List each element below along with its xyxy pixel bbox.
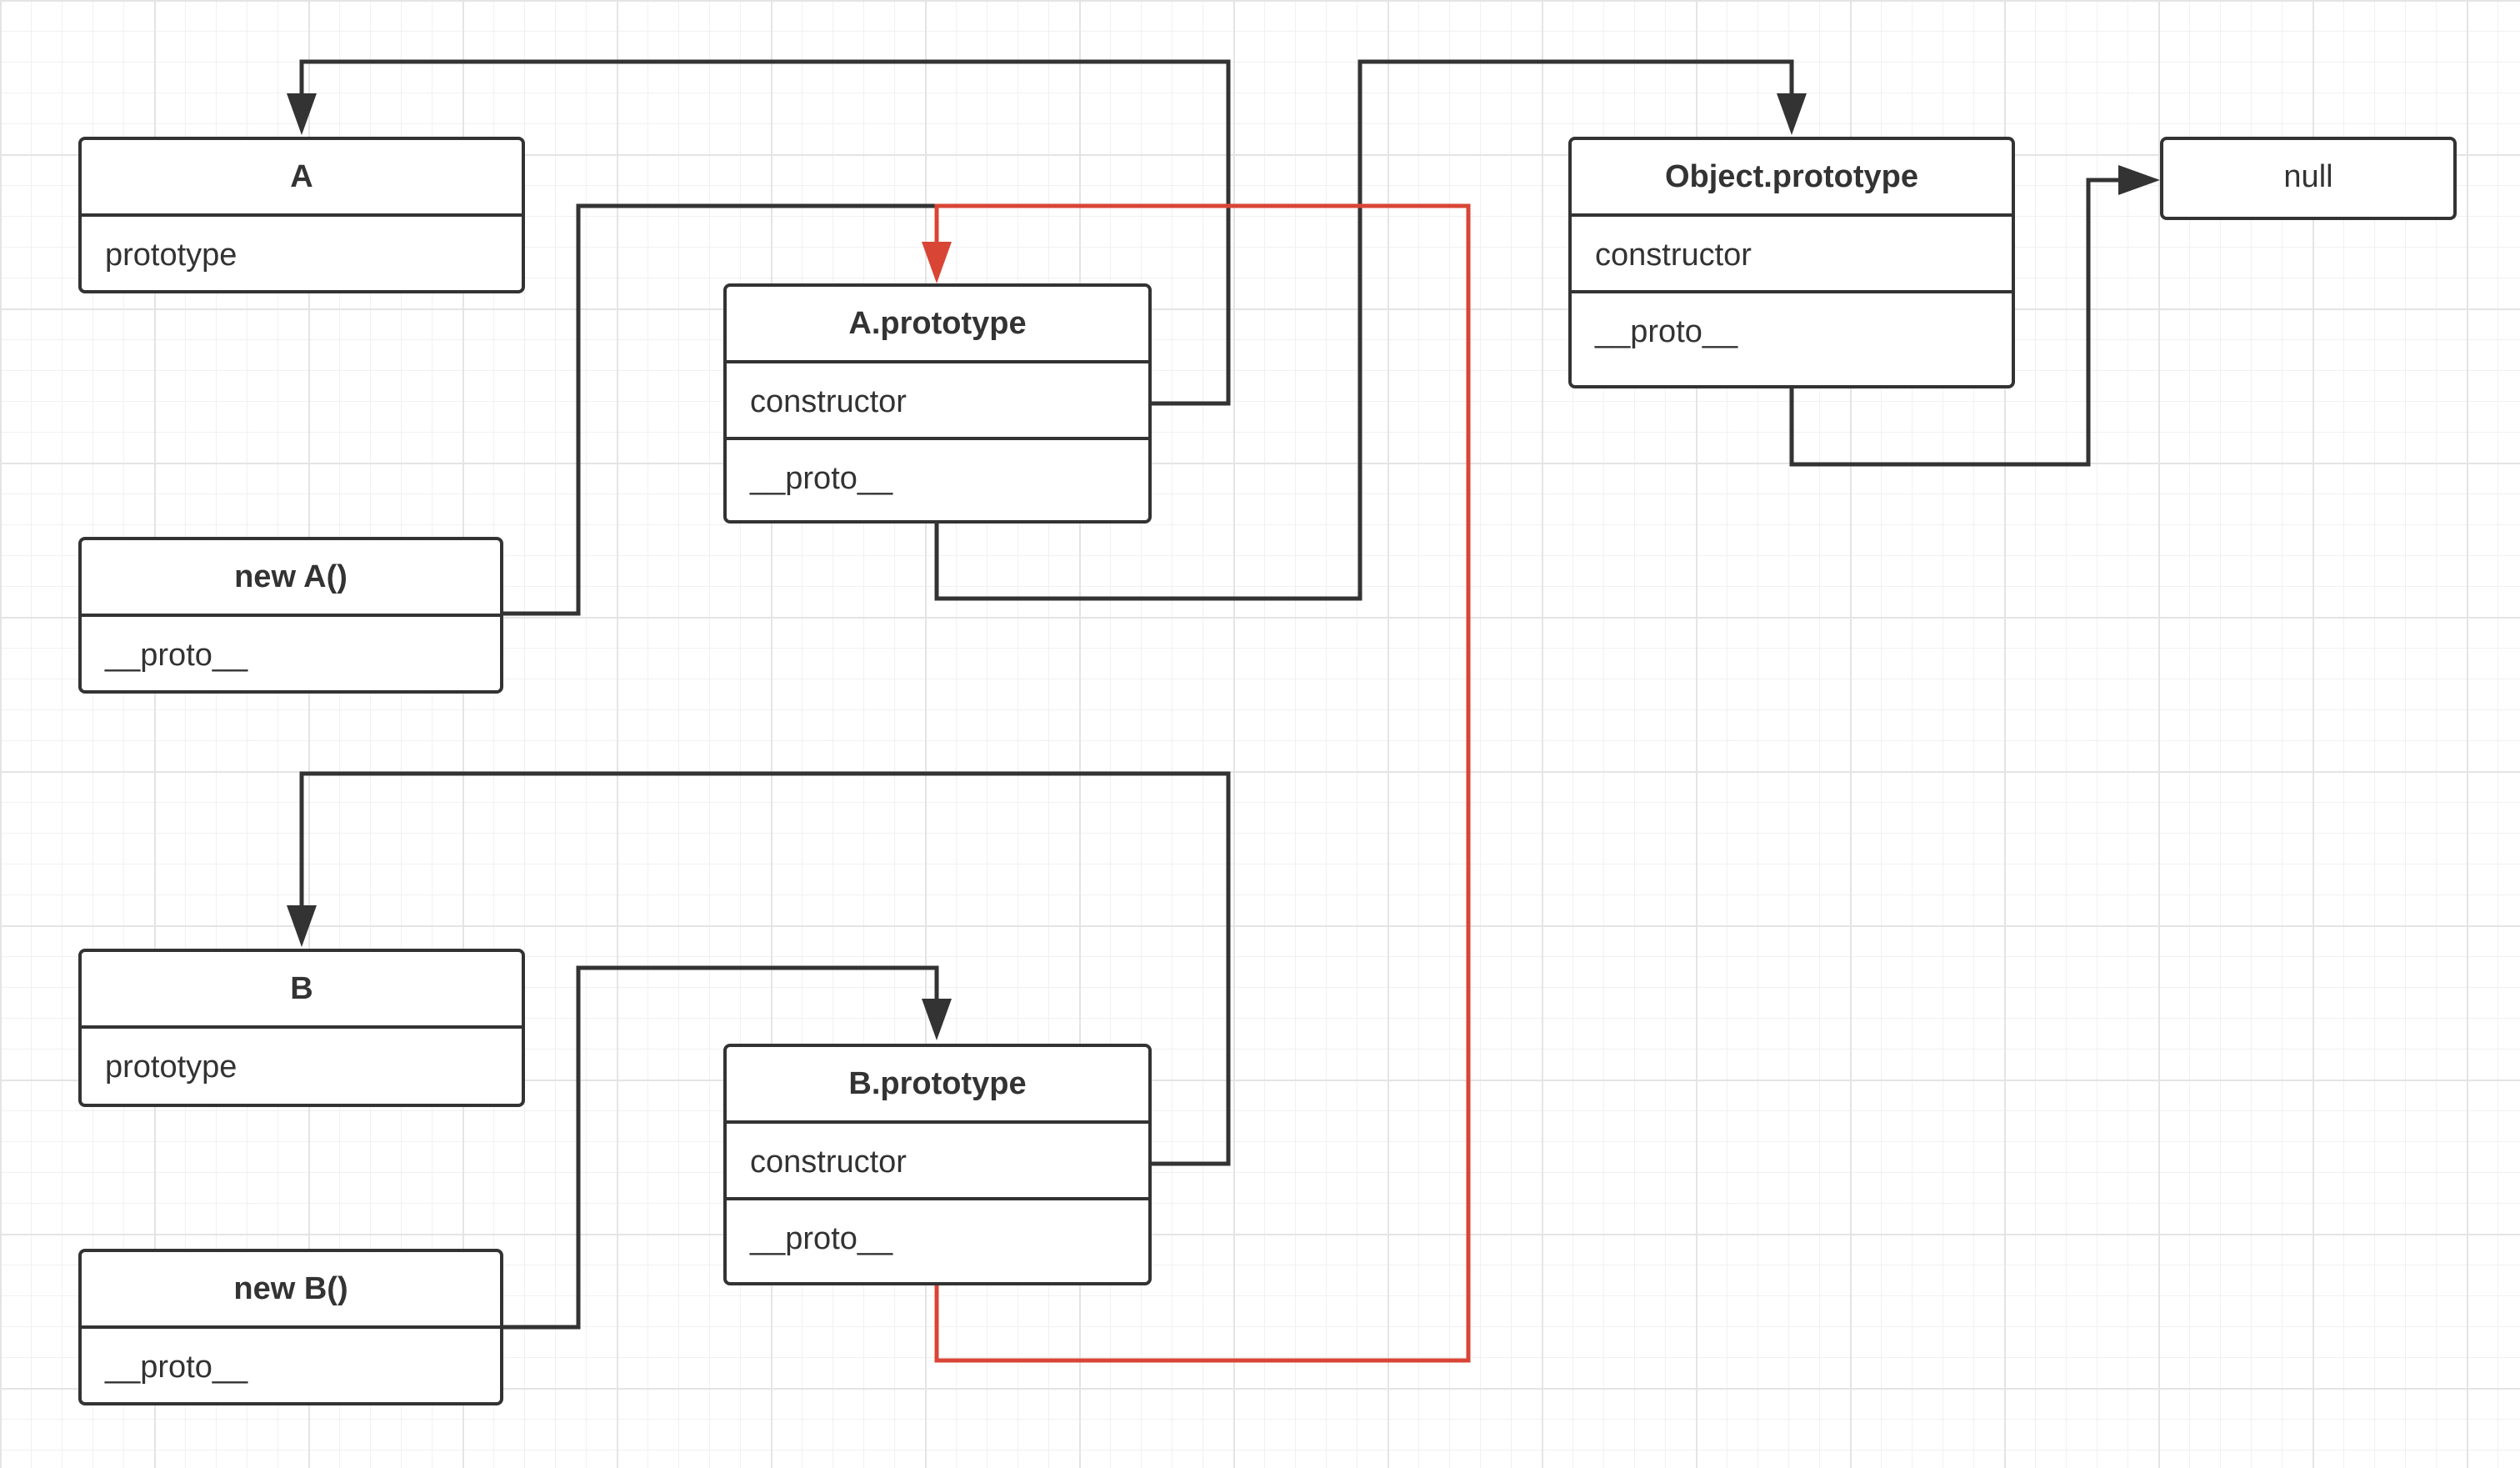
edge-aproto-constructor-to-a [299,59,1231,406]
arrowhead-red-to-aproto [922,242,952,283]
edge-newb-proto-to-bproto [502,965,939,1330]
node-title: A [290,159,313,194]
node-title: A.prototype [848,306,1027,341]
arrowhead-to-bproto [922,999,952,1040]
instance-node-new-a[interactable]: new A() __proto__ [78,537,503,694]
node-field-proto: __proto__ [727,1197,1148,1274]
node-title: Object.prototype [1664,159,1919,194]
arrowhead-to-null [2118,165,2160,195]
arrowhead-to-objproto [1777,93,1807,135]
node-field-prototype: prototype [82,1025,522,1102]
node-title: B.prototype [848,1066,1027,1101]
edge-bproto-constructor-to-b [299,771,1231,1166]
node-field-proto: __proto__ [82,1325,500,1402]
node-title: new B() [233,1271,348,1306]
node-field-proto: __proto__ [82,614,500,690]
arrowhead-to-a [287,93,317,135]
class-node-b-prototype[interactable]: B.prototype constructor __proto__ [723,1044,1152,1285]
node-field-constructor: constructor [727,360,1148,437]
node-title: null [2283,159,2333,194]
class-node-a[interactable]: A prototype [78,137,525,293]
class-node-b[interactable]: B prototype [78,949,525,1107]
node-field-constructor: constructor [1572,213,2012,290]
node-field-proto: __proto__ [1572,290,2012,367]
null-node[interactable]: null [2160,137,2457,220]
node-title: B [290,971,313,1006]
class-node-a-prototype[interactable]: A.prototype constructor __proto__ [723,283,1152,524]
node-field-proto: __proto__ [727,437,1148,514]
edge-aproto-proto-to-objproto [934,59,1794,601]
node-field-prototype: prototype [82,213,522,290]
node-title: new A() [234,559,348,594]
instance-node-new-b[interactable]: new B() __proto__ [78,1249,503,1405]
edge-bproto-proto-to-aproto [934,203,1471,1363]
arrowhead-to-b [287,905,317,947]
edge-objproto-proto-to-null [1789,178,2145,467]
node-field-constructor: constructor [727,1120,1148,1197]
class-node-object-prototype[interactable]: Object.prototype constructor __proto__ [1568,137,2015,388]
